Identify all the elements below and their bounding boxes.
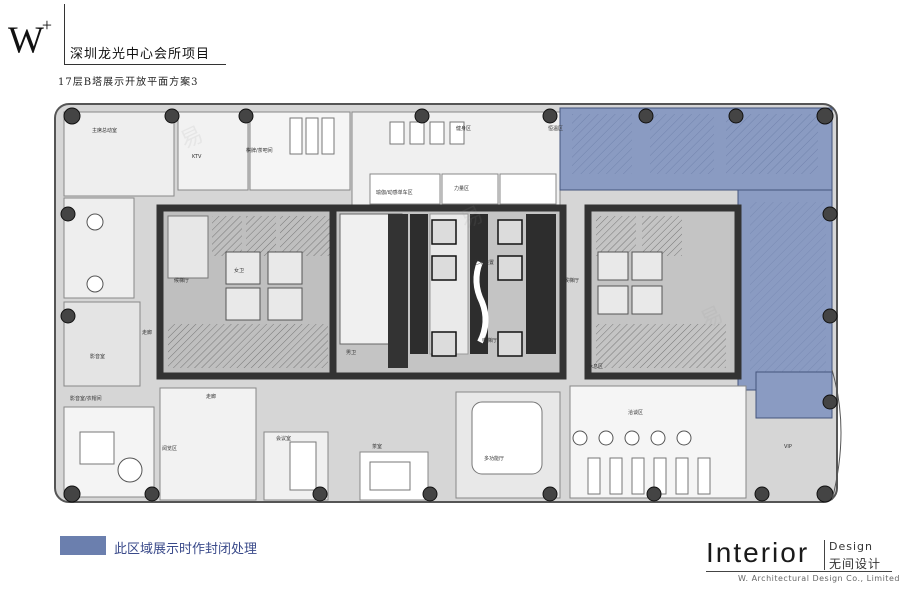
room-label: 候梯厅 [174, 277, 189, 284]
column [542, 108, 558, 124]
column [822, 394, 838, 410]
column [816, 485, 834, 503]
room-label: 男卫 [346, 350, 356, 356]
room-label: 会议室 [276, 435, 291, 442]
plan-title: 17层B塔展示开放平面方案3 [58, 77, 199, 88]
brand-separator [824, 540, 825, 570]
logo-mark: W [8, 19, 44, 62]
brand-chinese-name: 无间设计 [829, 557, 882, 571]
column [63, 107, 81, 125]
column [542, 486, 558, 502]
room-yoga2-floor [499, 173, 557, 205]
column [60, 308, 76, 324]
room-label: 洽谈区 [628, 409, 643, 416]
room-label: 瑜伽/动感单车区 [376, 189, 413, 196]
room-label: 艺术装置 [474, 259, 494, 266]
column [60, 206, 76, 222]
column [728, 108, 744, 124]
room-ktv-floor [177, 111, 249, 191]
room-label: 候梯厅 [564, 277, 579, 284]
room-label: 影音室 [90, 353, 105, 360]
room-label: 女卫 [234, 267, 244, 274]
room-label: 休息区 [588, 363, 603, 370]
column [822, 206, 838, 222]
room-reading-floor [159, 387, 257, 501]
header-divider-vertical [64, 4, 65, 64]
room-label: 电梯厅 [482, 337, 497, 344]
column [63, 485, 81, 503]
room-label: 力量区 [454, 185, 469, 192]
room-yoga-floor [369, 173, 441, 205]
legend-text: 此区域展示时作封闭处理 [114, 542, 258, 557]
room-label: 影音室/衣帽间 [70, 395, 102, 402]
project-title: 深圳龙光中心会所项目 [70, 47, 211, 62]
room-vip-floor [63, 111, 175, 197]
room-label: 走廊 [206, 393, 216, 400]
brand-underline [706, 571, 892, 572]
room-label: 茶室 [372, 443, 382, 450]
column [422, 486, 438, 502]
column [822, 308, 838, 324]
room-label: KTV [192, 154, 202, 160]
room-power-floor [441, 173, 499, 205]
floor-plan: 主席总动室 KTV 棋牌/茶吧间 健身区 恒温区 瑜伽/动感单车区 力量区 候梯… [54, 103, 842, 503]
room-label: 健身区 [456, 125, 471, 132]
room-label: 走廊 [142, 329, 152, 336]
room-label: 恒温区 [548, 125, 563, 132]
room-label: 主席总动室 [92, 127, 117, 134]
column [144, 486, 160, 502]
column [646, 486, 662, 502]
logo-plus: + [41, 15, 53, 35]
column [638, 108, 654, 124]
room-label: 棋牌/茶吧间 [246, 147, 273, 154]
column [414, 108, 430, 124]
room-label: 阅览区 [162, 445, 177, 452]
room-meeting-floor [63, 301, 141, 387]
column [816, 107, 834, 125]
brand-design-label: Design [829, 540, 873, 553]
room-label: VIP [784, 444, 792, 450]
brand-wordmark: Interior [706, 537, 810, 568]
column [754, 486, 770, 502]
closed-area-lounge [755, 371, 833, 419]
column [164, 108, 180, 124]
legend-swatch [60, 536, 106, 555]
header-divider-horizontal [64, 64, 226, 65]
brand-company-name: W. Architectural Design Co., Limited [738, 574, 900, 583]
room-label: 多功能厅 [484, 455, 504, 462]
column [312, 486, 328, 502]
company-logo: W+ [8, 14, 54, 60]
column [238, 108, 254, 124]
